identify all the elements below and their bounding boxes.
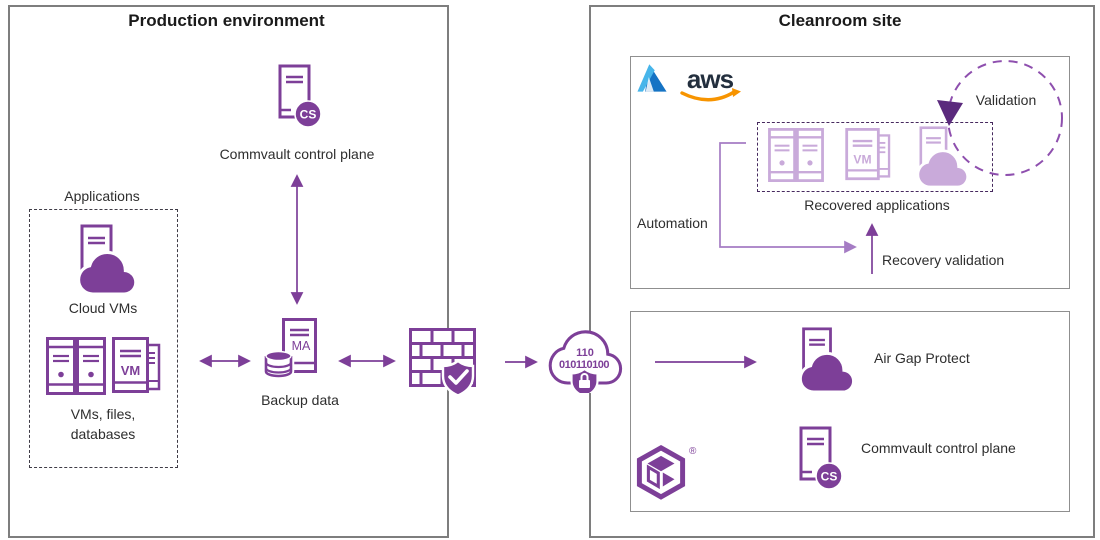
recovered-vm-servers-icon (845, 128, 894, 182)
binary-line2: 010110100 (559, 359, 609, 371)
air-gap-protect-label: Air Gap Protect (874, 350, 970, 366)
cloud-vms-label: Cloud VMs (68, 300, 138, 316)
media-agent-backup-icon (264, 318, 318, 380)
commvault-cs-server-icon-cleanroom (797, 426, 843, 490)
recovered-applications-label: Recovered applications (804, 197, 950, 213)
recovery-validation-label: Recovery validation (882, 252, 1005, 268)
cloud-vms-icon (72, 224, 136, 294)
recovered-rack-servers-icon (768, 128, 824, 182)
rack-servers-icon (46, 337, 106, 395)
vms-files-label-line1: VMs, files, (70, 406, 136, 422)
production-title: Production environment (128, 11, 325, 30)
applications-label: Applications (64, 188, 140, 204)
cleanroom-title: Cleanroom site (778, 11, 902, 30)
validation-label: Validation (975, 92, 1037, 108)
recovered-cloud-server-icon (912, 126, 968, 187)
registered-trademark: ® (689, 446, 697, 457)
airgap-subnet-box (630, 311, 1070, 512)
azure-logo-icon (637, 64, 667, 92)
encrypted-data-cloud-icon: 110 010110100 (548, 330, 623, 393)
backup-data-label: Backup data (261, 392, 339, 408)
commvault-logo-icon (636, 444, 686, 500)
vm-servers-icon (112, 337, 164, 395)
applications-dashed-box (29, 209, 178, 468)
commvault-cs-server-icon (276, 64, 322, 128)
automation-label: Automation (637, 215, 708, 231)
vms-files-label-line2: databases (70, 426, 136, 442)
firewall-shield-icon (409, 328, 476, 397)
binary-line1: 110 (576, 347, 594, 359)
control-plane-cleanroom-label: Commvault control plane (861, 440, 1016, 456)
air-gap-protect-icon (794, 327, 854, 392)
svg-text:aws: aws (687, 64, 734, 94)
control-plane-label: Commvault control plane (219, 146, 375, 162)
aws-logo-icon: aws (680, 64, 741, 102)
